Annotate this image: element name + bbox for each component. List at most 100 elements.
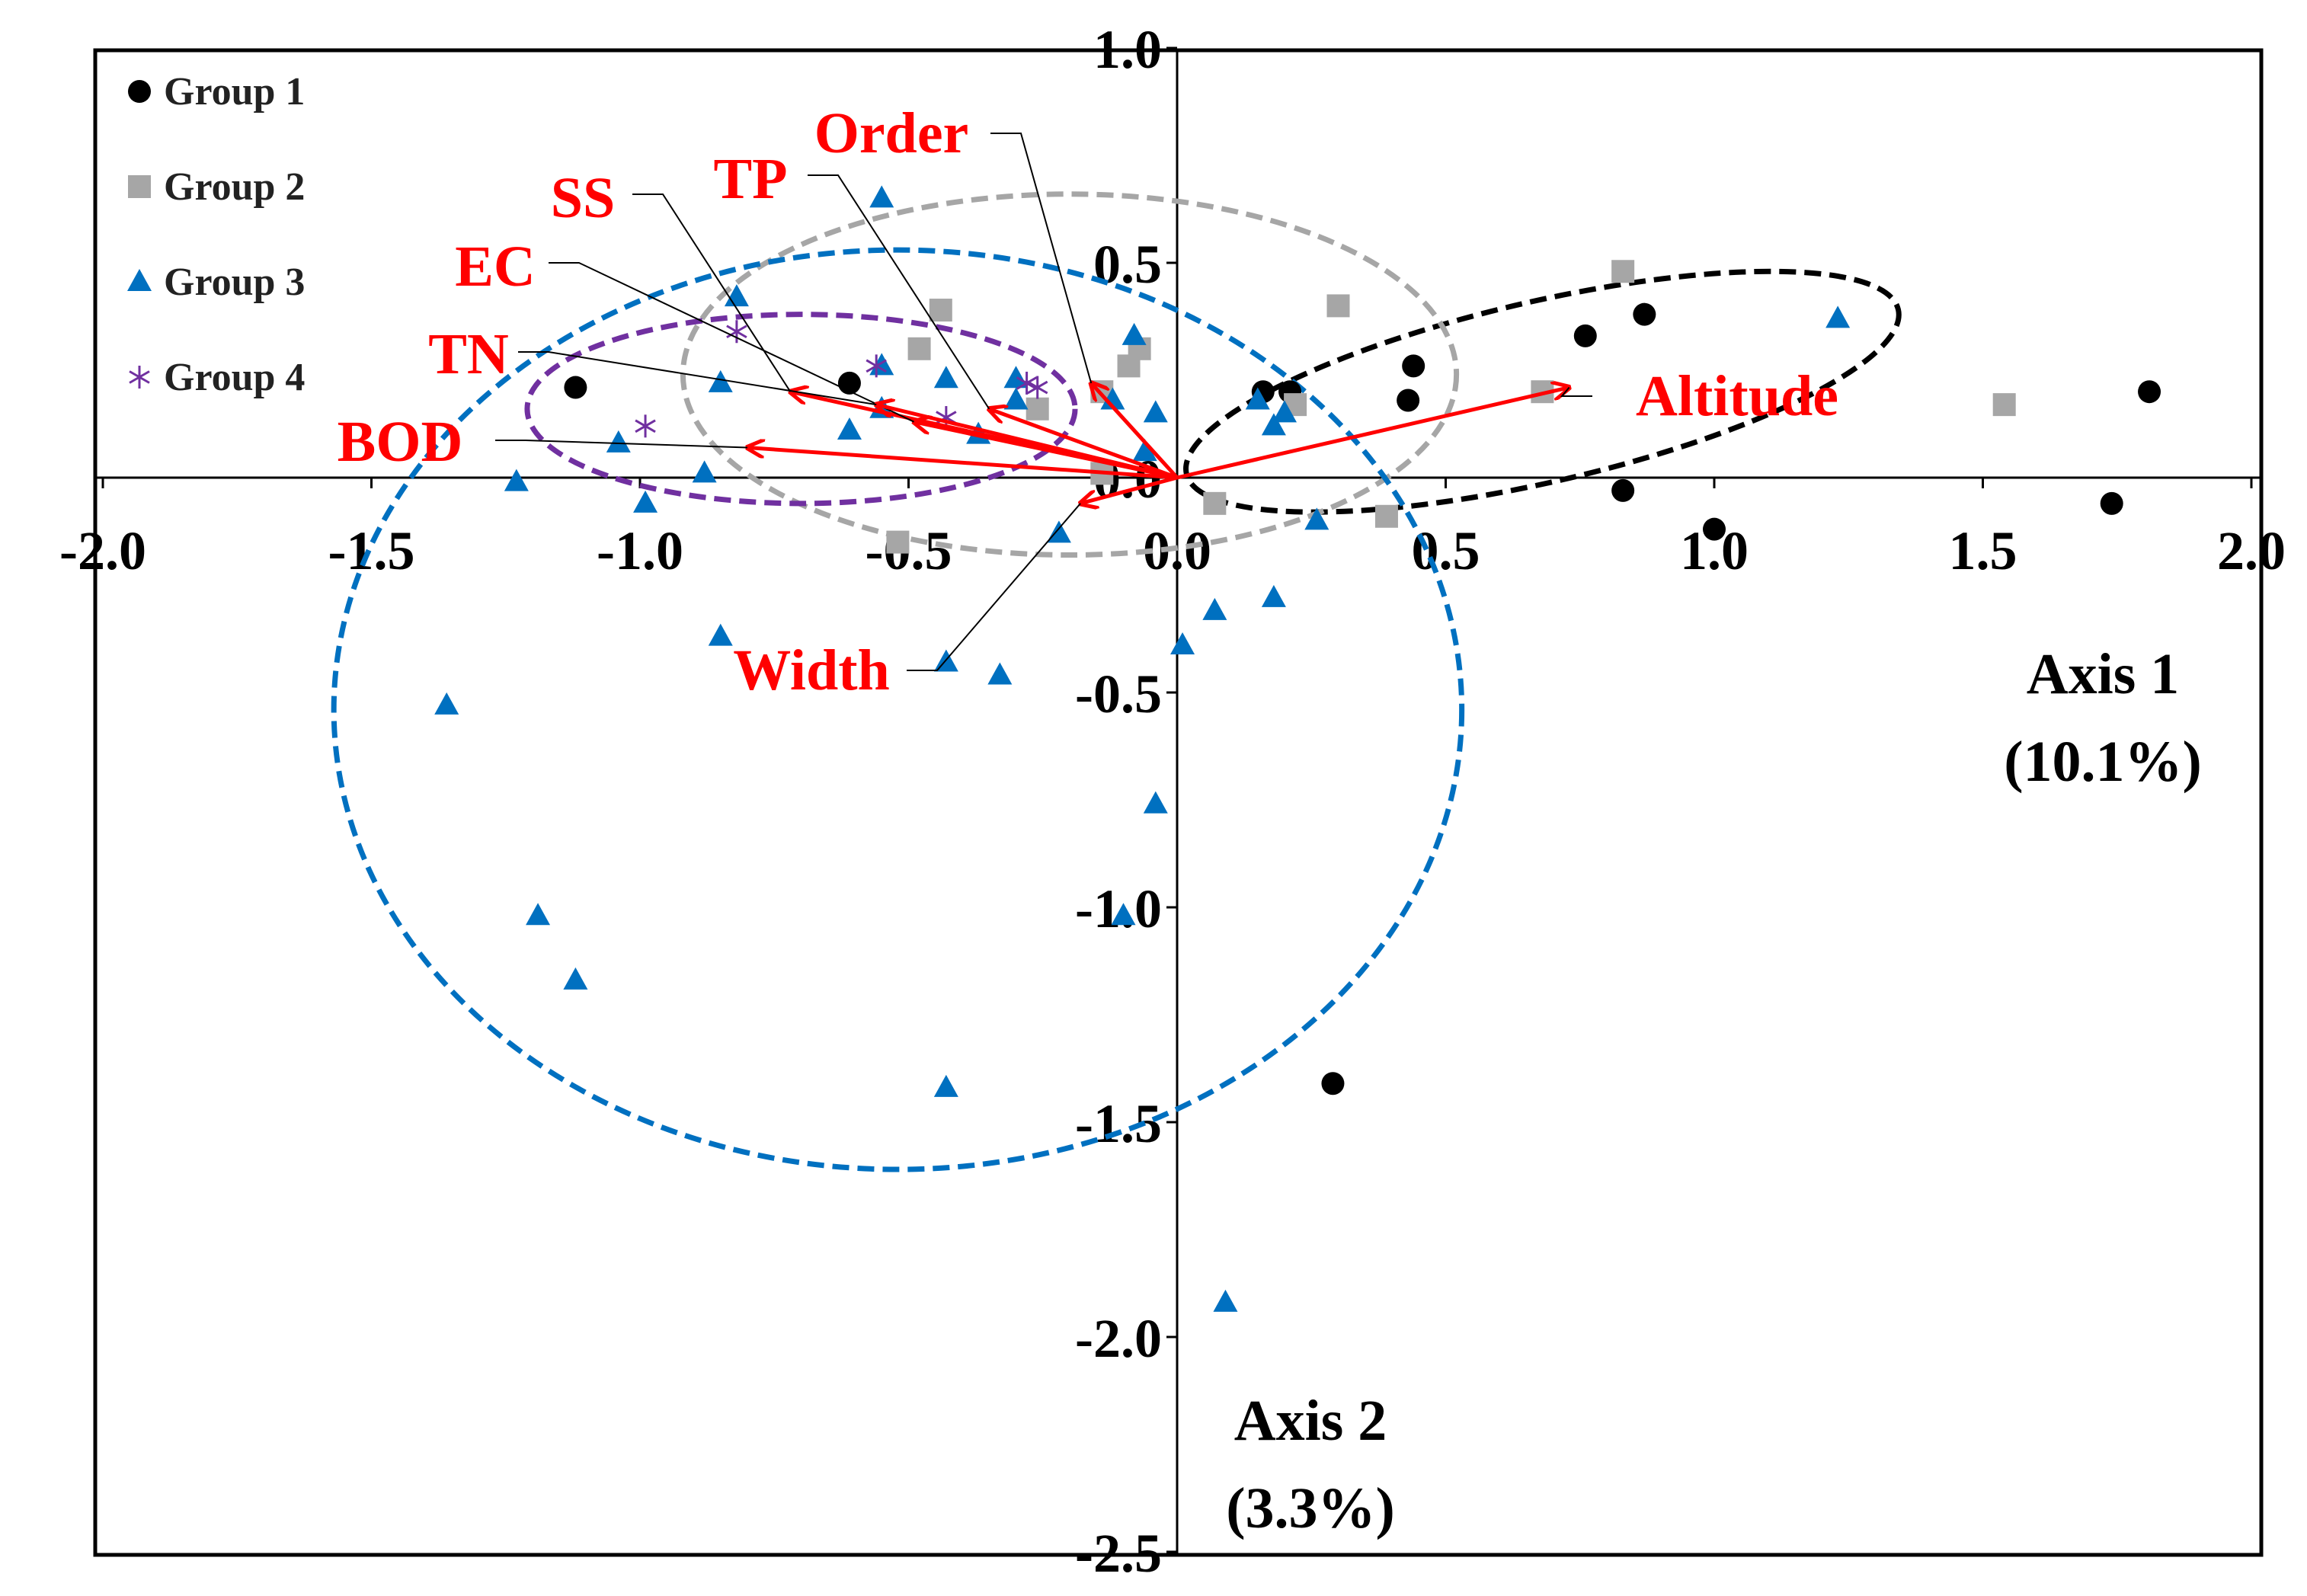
x-axis-title: Axis 1 [2027,642,2180,706]
vector-leader-line [808,174,990,410]
vector-altitude: Altitude [1176,364,1838,480]
legend-marker [129,366,150,389]
vector-arrow [989,409,1178,480]
x-axis-subtitle: (10.1%) [2004,730,2202,794]
data-point [1321,1072,1345,1095]
series-group-4 [635,320,1048,438]
data-point [1202,597,1227,620]
y-tick-label: -1.0 [1075,878,1162,939]
y-tick-label: -2.5 [1075,1523,1162,1584]
vector-width: Width [733,475,1178,702]
vector-tn: TN [428,322,1178,480]
data-point [564,376,587,399]
vector-leader-line [632,194,792,392]
legend-label: Group 3 [164,261,305,304]
data-point [1003,387,1029,410]
data-point [1245,387,1270,410]
data-point [1100,387,1125,410]
vector-label: BOD [338,410,463,474]
y-axis-title: Axis 2 [1234,1389,1387,1453]
legend-label: Group 1 [164,70,305,114]
legend-label: Group 2 [164,165,305,209]
x-tick-label: 0.0 [1143,520,1211,581]
vector-arrow [1176,388,1569,480]
axis-titles: Axis 1 (10.1%) Axis 2 (3.3%) [1226,642,2202,1540]
ellipse-group-2 [680,191,1460,558]
data-point [1261,413,1286,436]
vector-leader-line [518,351,877,406]
data-point [563,967,588,990]
vector-bod: BOD [338,410,1178,480]
vector-label: EC [455,235,536,299]
data-point [633,490,658,513]
legend-marker [127,269,152,291]
vector-label: Altitude [1636,364,1838,428]
data-point [1132,439,1157,462]
x-tick-label: 1.5 [1949,520,2017,581]
series-group-2 [886,260,2016,554]
data-point [1026,376,1048,399]
data-point [708,623,733,646]
data-point [1703,517,1726,541]
vector-tp: TP [713,147,1178,480]
data-point [726,320,747,344]
data-point [933,366,958,389]
data-point [1046,520,1071,543]
data-point [1003,366,1029,389]
data-point [1203,491,1227,515]
data-point [1170,632,1195,654]
data-point [869,185,894,208]
y-tick-label: 0.5 [1093,234,1162,295]
sample-points [434,185,2161,1312]
x-tick-label: -2.0 [59,520,146,581]
x-tick-label: -1.5 [328,520,415,581]
data-point [1397,389,1420,412]
y-tick-label: -2.0 [1075,1308,1162,1369]
vector-order: Order [814,101,1179,479]
vector-leader-line [495,440,748,449]
x-tick-label: -1.0 [597,520,683,581]
x-tick-label: 2.0 [2217,520,2286,581]
data-point [907,337,931,360]
vector-label: TP [713,147,787,211]
data-point [724,284,749,307]
data-point [1117,354,1141,378]
data-point [434,692,459,715]
data-point [692,460,717,483]
x-tick-label: 0.5 [1412,520,1480,581]
vector-arrow [876,405,1178,480]
axes-layer: -2.0-1.5-1.0-0.50.00.51.01.52.01.00.5-0.… [59,19,2286,1584]
legend-marker [128,175,151,198]
data-point [1122,322,1147,345]
data-point [1026,397,1049,421]
y-tick-label: -0.5 [1075,664,1162,724]
ellipse-group-3 [331,247,1465,1172]
vector-arrow [1091,383,1179,479]
data-point [1143,400,1168,423]
ellipse-group-4 [524,312,1078,507]
data-point [1326,294,1350,318]
data-point [837,417,862,440]
data-point [2100,491,2123,515]
data-point [1272,400,1297,423]
data-point [886,530,910,554]
vector-label: Width [733,638,890,702]
data-point [866,354,887,378]
data-point [987,662,1013,685]
vector-label: SS [551,166,616,230]
legend-marker [128,80,151,103]
data-point [1573,324,1597,347]
series-group-1 [564,302,2161,1095]
data-point [1374,504,1398,528]
data-point [933,1074,958,1097]
vector-arrow [1080,475,1178,504]
y-tick-label: 1.0 [1093,19,1162,80]
data-point [635,414,656,438]
data-point [1213,1289,1238,1312]
vector-arrow [747,448,1178,480]
data-point [708,369,733,392]
data-point [1143,791,1168,814]
